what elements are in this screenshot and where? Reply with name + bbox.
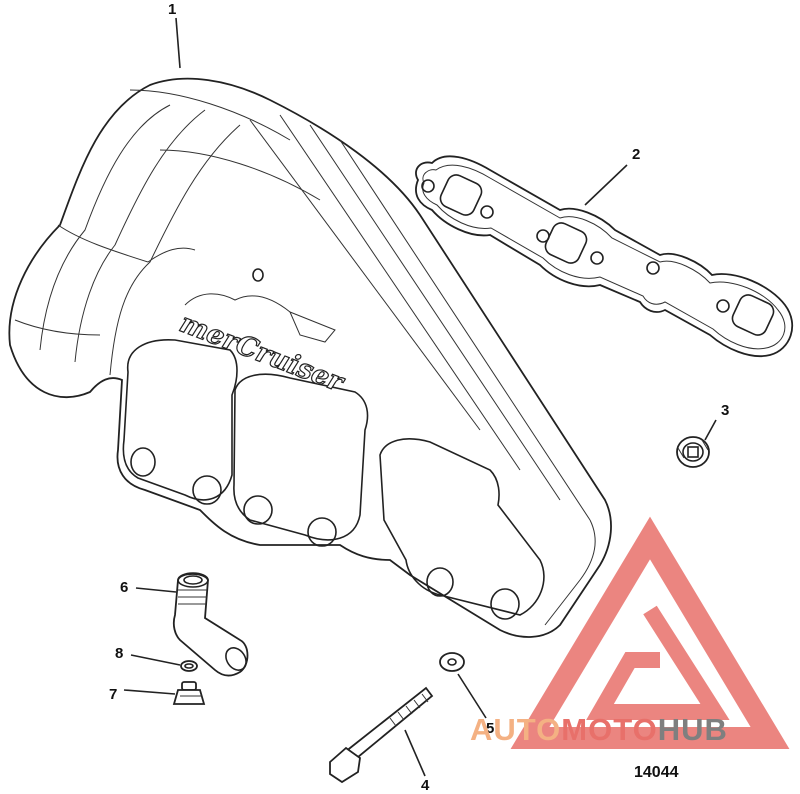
- watermark-part-auto: AUTO: [470, 712, 562, 747]
- callout-1: 1: [168, 1, 177, 18]
- watermark-part-hub: HUB: [657, 712, 728, 747]
- o-ring: [180, 660, 198, 672]
- bolt: [329, 686, 434, 784]
- callout-4: 4: [421, 777, 430, 794]
- washer: [439, 652, 465, 672]
- callout-2: 2: [632, 146, 641, 163]
- callout-5: 5: [486, 720, 495, 737]
- elbow-fitting: [172, 572, 249, 677]
- callout-3: 3: [721, 402, 730, 419]
- pipe-plug: [676, 436, 710, 468]
- watermark-logo: [510, 516, 790, 749]
- leader-lines: [123, 17, 717, 777]
- watermark-text: AUTOMOTOHUB: [470, 712, 728, 748]
- callout-7: 7: [109, 686, 118, 703]
- exhaust-manifold: merCruiser: [8, 77, 612, 638]
- callout-6: 6: [120, 579, 129, 596]
- watermark-part-moto: MOTO: [561, 712, 658, 747]
- manifold-gasket: [415, 155, 794, 357]
- drain-plug: [172, 681, 206, 705]
- figure-number: 14044: [634, 764, 679, 781]
- callout-8: 8: [115, 645, 124, 662]
